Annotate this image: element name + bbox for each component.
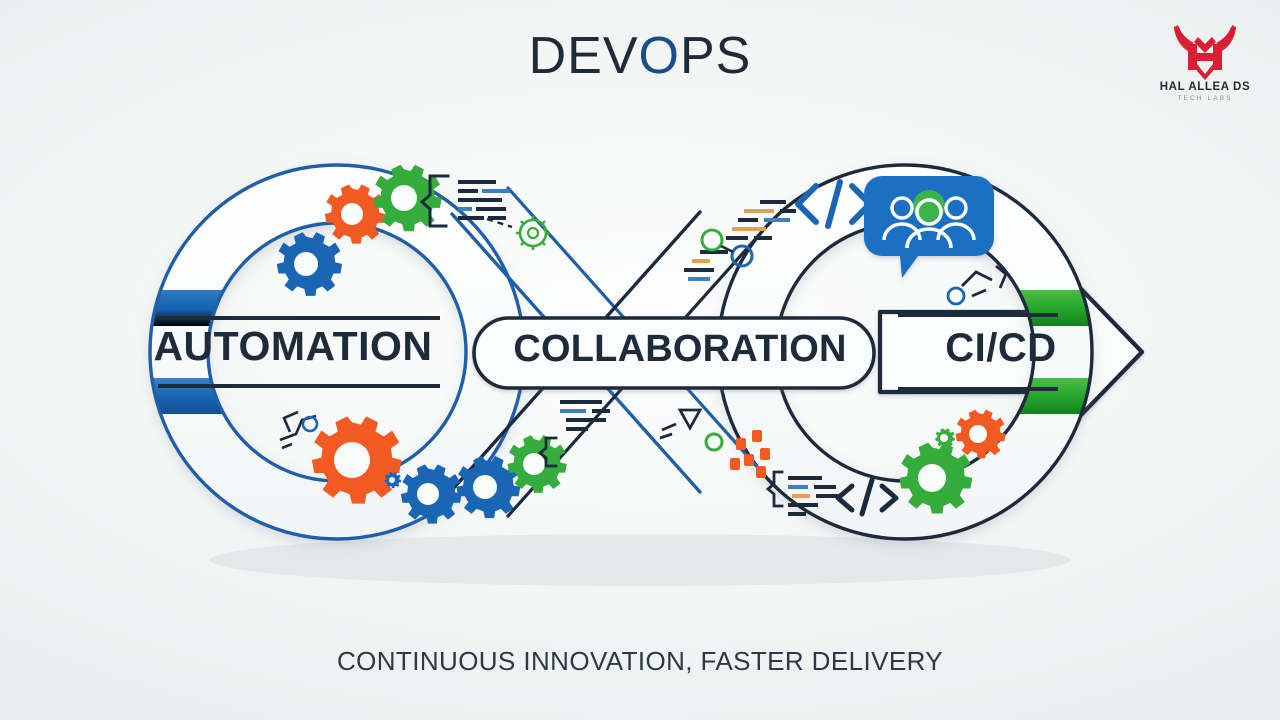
stage-label-automation: AUTOMATION [153,323,433,369]
network-nodes-icon [730,430,770,478]
gear-cluster-upper-left [276,164,550,296]
brand-logo: HAL ALLEA DS TECH LABS [1140,22,1270,102]
gear-icon [955,409,1006,459]
gear-icon [507,435,567,493]
automation-rules [158,316,440,388]
node-link-icon [700,228,754,268]
gear-icon [324,184,386,244]
logo-name: HAL ALLEA DS [1159,81,1251,93]
code-lines [458,180,510,220]
code-bracket-icon [419,174,450,228]
code-lines [788,476,840,516]
people-chat-bubble-icon [864,176,994,278]
gear-icon [311,416,402,504]
logo-subtitle: TECH LABS [1177,95,1233,102]
gear-icon [276,232,343,296]
gear-icon [373,164,442,232]
flow-diagram-icon [279,410,319,450]
gear-icon [384,471,402,489]
gear-icon [516,216,550,250]
gear-cluster-lower-left [279,400,610,524]
code-lines [684,200,796,281]
collaboration-pill [472,316,876,390]
page-title: DEVOPS [0,30,1280,82]
title-prefix: DEV [528,27,639,85]
stage-label-cicd: CI/CD [945,326,1057,370]
gear-icon [400,464,462,524]
gear-icon [456,455,521,519]
title-suffix: PS [680,27,752,85]
stage-label-collaboration: COLLABORATION [513,328,847,370]
ground-shadow [210,534,1070,586]
tagline: CONTINUOUS INNOVATION, FASTER DELIVERY [336,646,944,676]
cicd-rules [898,313,1058,391]
bull-head-logo-icon [1174,25,1236,80]
code-lines [560,400,610,431]
title-accent-letter: O [638,27,680,85]
wireframe-cluster-right [946,264,1008,306]
gear-icon [935,428,955,448]
arrow-glyph-icon [659,408,703,440]
gear-icon [899,442,973,514]
node-icon [704,432,724,452]
code-cluster-lower-right [659,408,1006,517]
